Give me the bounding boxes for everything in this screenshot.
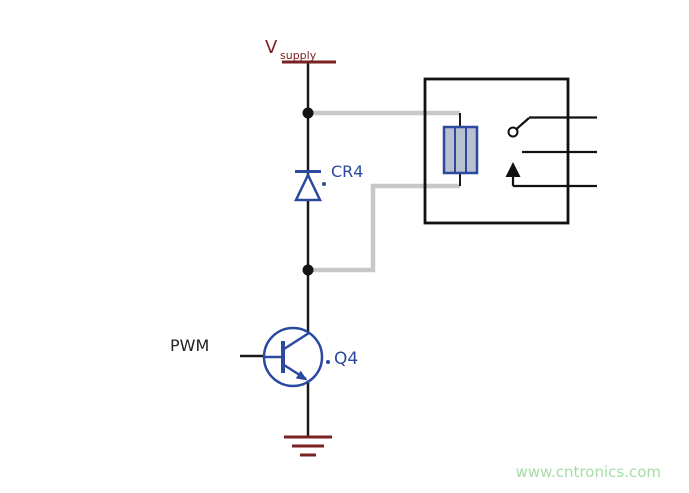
diode-symbol [294, 170, 322, 202]
diode-triangle [294, 172, 322, 202]
relay-coil-symbol [442, 125, 479, 175]
npn-transistor-symbol [262, 326, 324, 388]
contact-link-top [515, 117, 530, 130]
relay-coil-bottom-wire [308, 183, 460, 273]
relay-contacts [505, 116, 597, 188]
watermark-text: www.cntronics.com [516, 463, 661, 481]
transistor-collector [283, 331, 310, 351]
junction-dot-top [302, 107, 314, 119]
armature-arrow-icon [505, 162, 521, 177]
gray-bus-wires [308, 110, 460, 273]
q4-ref-dot [326, 360, 330, 364]
supply-label-subscript: supply [280, 49, 317, 62]
coil-body [442, 125, 479, 175]
supply-label: V [265, 37, 278, 58]
ground-symbol [284, 435, 332, 457]
cr4-ref-dot [322, 182, 326, 186]
diode-ref-label: CR4 [331, 162, 363, 181]
contact-pivot-circle [507, 126, 519, 138]
transistor-ref-label: Q4 [334, 349, 358, 369]
emitter-arrow-icon [295, 370, 308, 381]
pwm-input-label: PWM [170, 336, 209, 355]
junction-dot-bottom [302, 264, 314, 276]
